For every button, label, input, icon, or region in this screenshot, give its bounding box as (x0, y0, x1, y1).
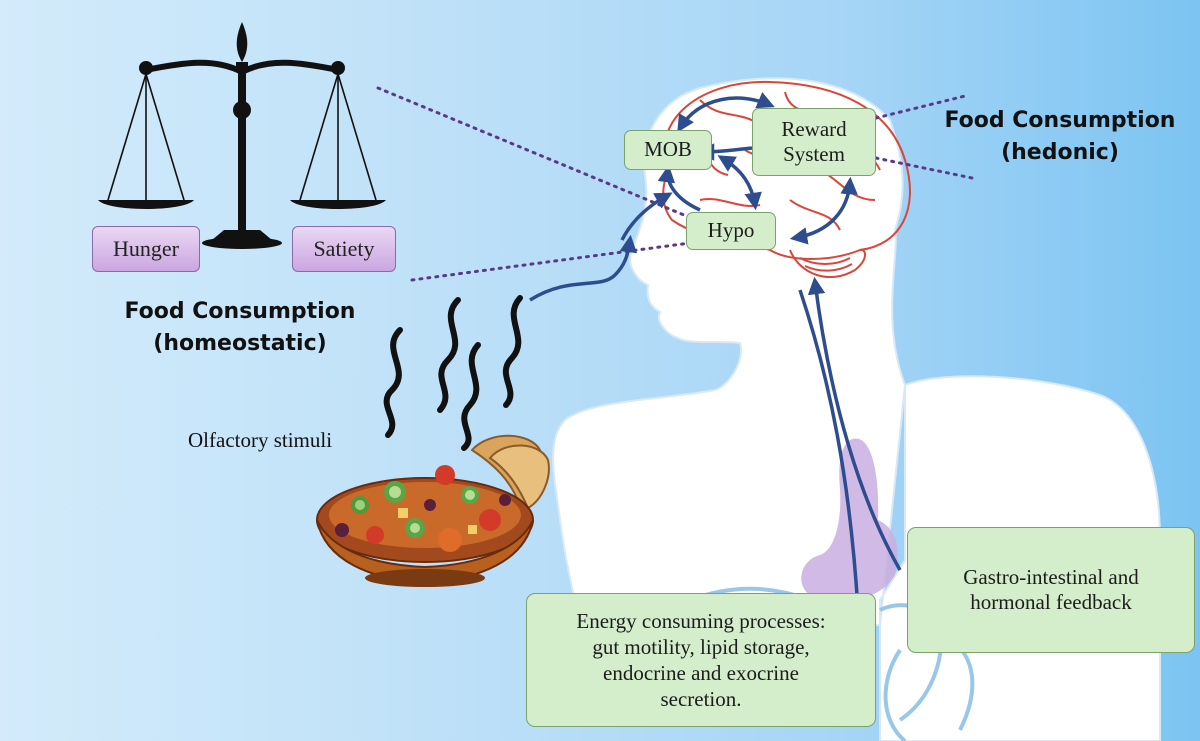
energy-processes-box: Energy consuming processes: gut motility… (526, 593, 876, 727)
arrow-feedback-up (807, 276, 902, 571)
homeostatic-title-line2: (homeostatic) (153, 330, 327, 356)
gi-feedback-line1: Gastro-intestinal and (963, 564, 1139, 589)
reward-system-node: Reward System (752, 108, 876, 176)
reward-system-line1: Reward (781, 116, 847, 141)
energy-processes-line2: gut motility, lipid storage, (592, 634, 810, 659)
balance-scale-icon (98, 22, 386, 249)
homeostatic-title: Food Consumption (homeostatic) (100, 296, 380, 360)
hedonic-title-line2: (hedonic) (1001, 139, 1119, 165)
satiety-label: Satiety (292, 226, 396, 272)
arrow-nose-mob (620, 192, 673, 241)
hedonic-title: Food Consumption (hedonic) (935, 105, 1185, 169)
gi-feedback-box: Gastro-intestinal and hormonal feedback (907, 527, 1195, 653)
arrow-brain-down (798, 289, 866, 616)
arrow-mob-reward (677, 92, 775, 133)
energy-processes-line3: endocrine and exocrine (603, 661, 799, 685)
soup-bowl-icon (316, 434, 550, 587)
energy-processes-line1: Energy consuming processes: (576, 608, 826, 633)
hypo-node: Hypo (686, 212, 776, 250)
mob-node: MOB (624, 130, 712, 170)
flow-arrows (529, 92, 902, 616)
reward-system-line2: System (783, 142, 845, 166)
hunger-label: Hunger (92, 226, 200, 272)
olfactory-stimuli-label: Olfactory stimuli (188, 428, 333, 452)
arrow-hypo-reward (789, 176, 858, 245)
dotted-guide-lines (376, 86, 974, 282)
gi-feedback-line2: hormonal feedback (970, 590, 1132, 614)
energy-processes-line4: secretion. (660, 687, 742, 712)
arrow-stimuli-nose (529, 234, 638, 302)
arrow-mob-hypo-left (657, 164, 701, 212)
smell-wave-icons (383, 295, 523, 451)
homeostatic-title-line1: Food Consumption (124, 299, 356, 324)
arrow-mob-hypo (717, 155, 762, 211)
hedonic-title-line1: Food Consumption (944, 108, 1176, 133)
